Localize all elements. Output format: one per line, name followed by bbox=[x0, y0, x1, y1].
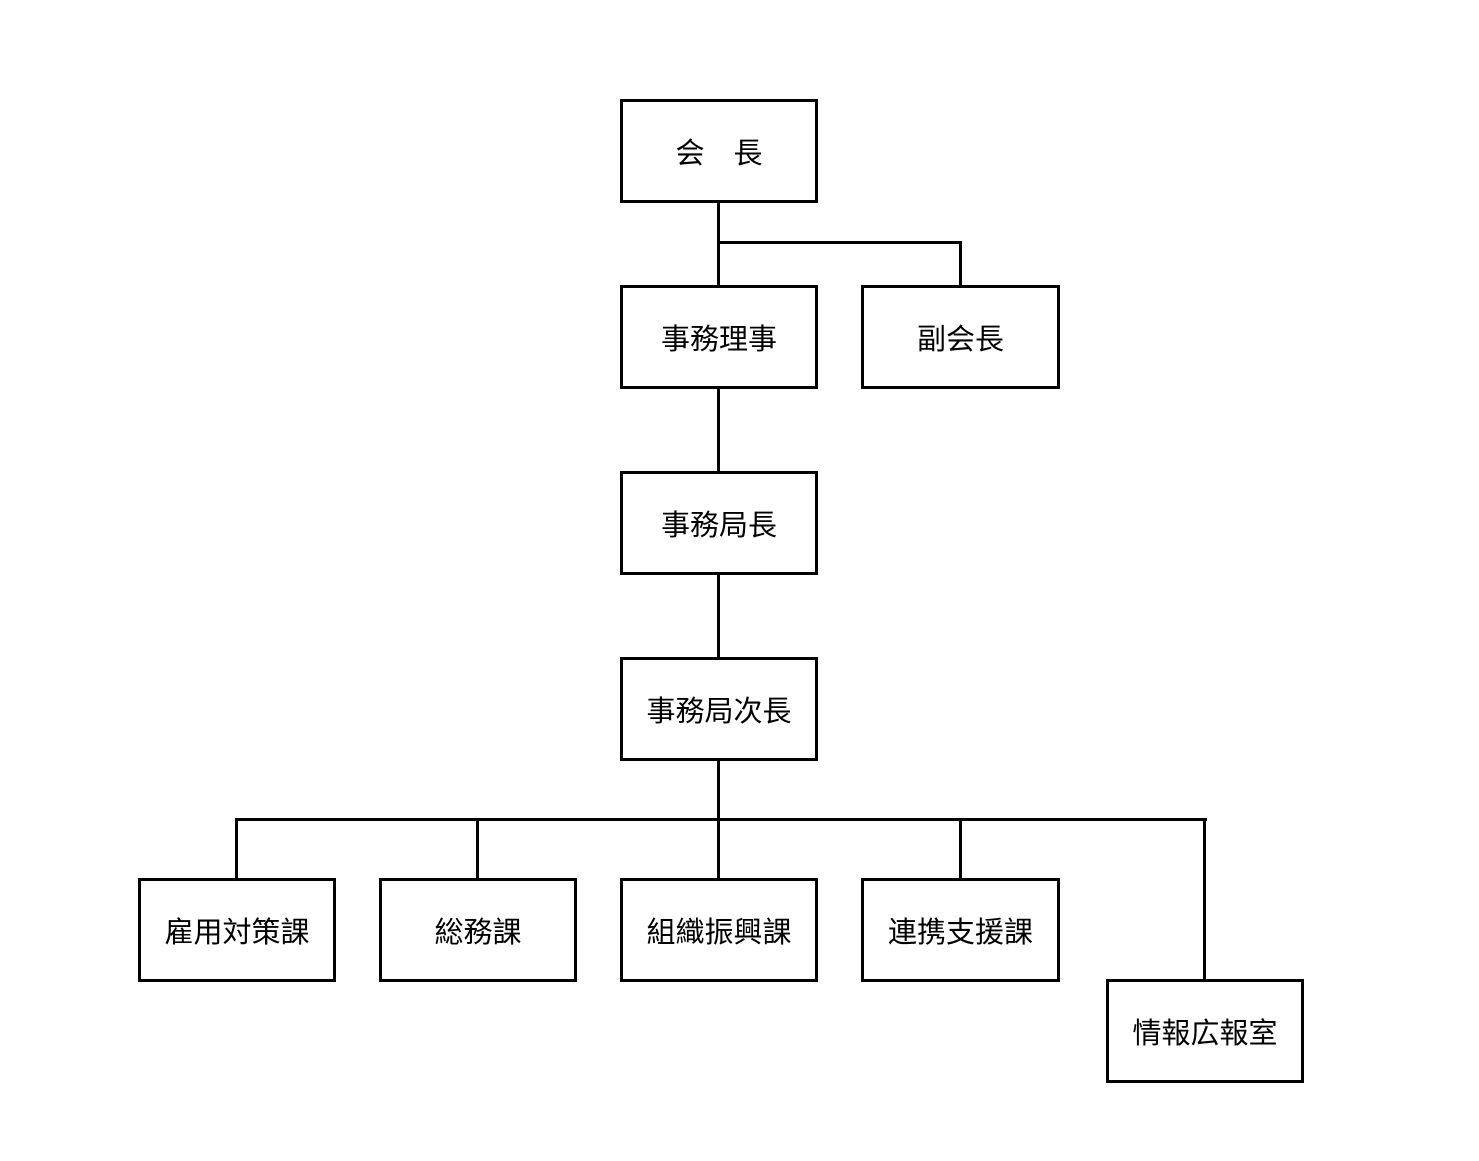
connector-chairman-down bbox=[717, 201, 720, 287]
connector-chairman-branch bbox=[717, 241, 962, 244]
node-cooperation-support-section: 連携支援課 bbox=[861, 878, 1060, 982]
node-information-pr-office: 情報広報室 bbox=[1106, 979, 1304, 1083]
connector-vice-chairman-drop bbox=[959, 241, 962, 287]
node-general-affairs-section: 総務課 bbox=[379, 878, 577, 982]
connector-sections-bus bbox=[235, 818, 1207, 821]
node-executive-director: 事務理事 bbox=[620, 285, 818, 389]
node-employment-measures-section: 雇用対策課 bbox=[138, 878, 336, 982]
connector-cooperation-drop bbox=[959, 818, 962, 880]
node-vice-chairman: 副会長 bbox=[861, 285, 1060, 389]
connector-employment-drop bbox=[235, 818, 238, 880]
node-chairman: 会 長 bbox=[620, 99, 818, 203]
connector-secretary-general-down bbox=[717, 574, 720, 660]
connector-information-drop bbox=[1203, 818, 1206, 981]
node-deputy-secretary-general: 事務局次長 bbox=[620, 657, 818, 761]
node-organization-promotion-section: 組織振興課 bbox=[620, 878, 818, 982]
connector-general-affairs-drop bbox=[476, 818, 479, 880]
connector-executive-director-down bbox=[717, 387, 720, 473]
node-secretary-general: 事務局長 bbox=[620, 471, 818, 575]
